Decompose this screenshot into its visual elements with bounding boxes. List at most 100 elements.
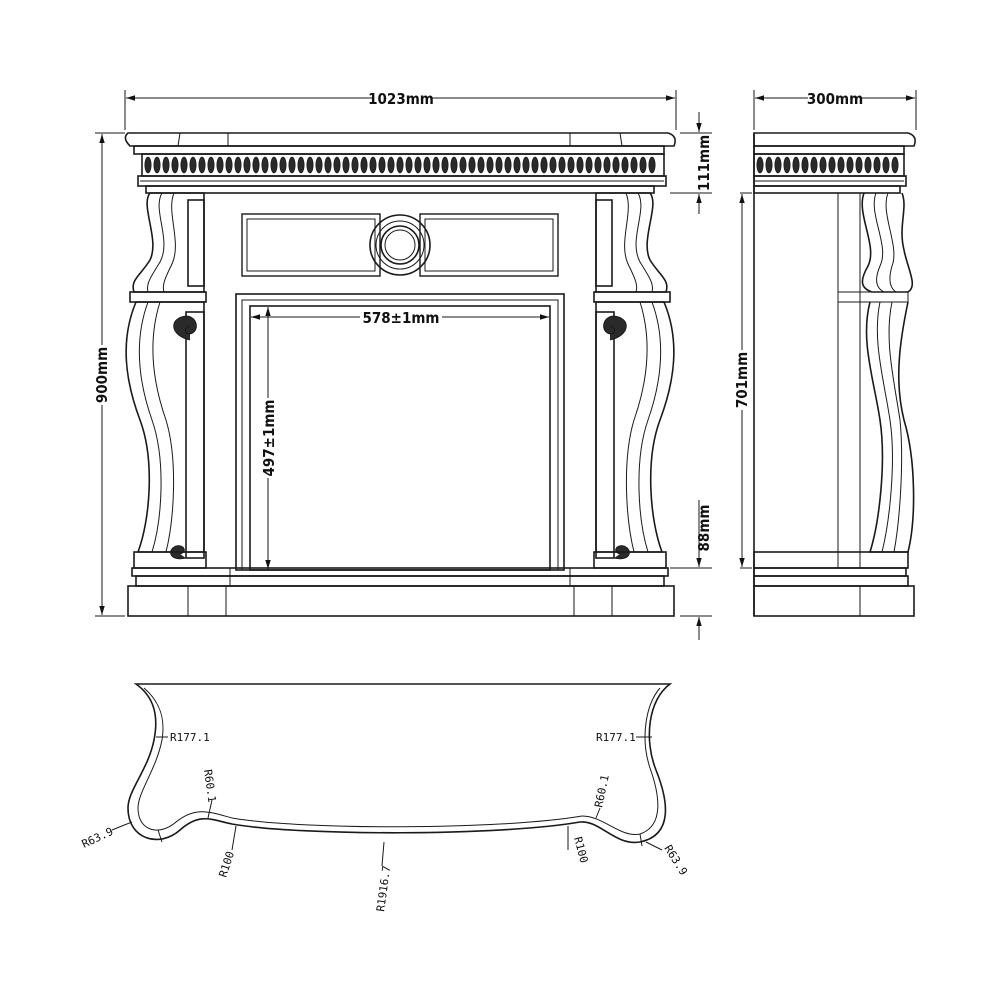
frieze-egg xyxy=(558,156,566,174)
frieze-egg xyxy=(531,156,539,174)
frieze-egg xyxy=(297,156,305,174)
overall-height-label: 900mm xyxy=(93,347,111,403)
left-pilaster xyxy=(125,192,207,569)
frieze-egg xyxy=(153,156,161,174)
frieze-egg xyxy=(567,156,575,174)
frieze-egg xyxy=(162,156,170,174)
frieze-egg xyxy=(765,156,773,174)
frieze-egg xyxy=(360,156,368,174)
frieze-egg xyxy=(225,156,233,174)
frieze-egg xyxy=(270,156,278,174)
frieze-egg xyxy=(216,156,224,174)
radius-label-left-corner: R63.9 xyxy=(80,825,116,851)
frieze-egg xyxy=(648,156,656,174)
radius-label-right-inner: R100 xyxy=(571,835,590,864)
frieze-egg xyxy=(333,156,341,174)
frieze-egg xyxy=(801,156,809,174)
frieze-egg xyxy=(864,156,872,174)
frieze-egg xyxy=(261,156,269,174)
side-height-label: 701mm xyxy=(733,352,751,408)
frieze-egg xyxy=(630,156,638,174)
frieze-egg xyxy=(315,156,323,174)
frieze-egg xyxy=(810,156,818,174)
opening-width-label: 578±1mm xyxy=(363,309,440,327)
frieze-egg xyxy=(189,156,197,174)
plinth-height-label: 88mm xyxy=(695,505,713,552)
overall-width-label: 1023mm xyxy=(368,90,434,108)
frieze-egg xyxy=(351,156,359,174)
frieze-egg xyxy=(783,156,791,174)
frieze-egg xyxy=(621,156,629,174)
radius-label-right-corner: R63.9 xyxy=(661,843,690,878)
frieze-egg xyxy=(504,156,512,174)
frieze-egg xyxy=(396,156,404,174)
frieze-eggs xyxy=(144,156,656,174)
frieze-egg xyxy=(576,156,584,174)
right-pilaster xyxy=(593,192,675,569)
frieze-egg xyxy=(198,156,206,174)
frieze-egg xyxy=(639,156,647,174)
frieze-egg xyxy=(540,156,548,174)
frieze-egg xyxy=(243,156,251,174)
frieze-egg xyxy=(342,156,350,174)
frieze-egg xyxy=(846,156,854,174)
frieze-egg xyxy=(423,156,431,174)
opening-height-label: 497±1mm xyxy=(260,400,278,477)
radius-label-left-upper: R177.1 xyxy=(170,731,210,744)
frieze-egg xyxy=(387,156,395,174)
frieze-egg xyxy=(288,156,296,174)
frieze-egg xyxy=(828,156,836,174)
frieze-egg xyxy=(171,156,179,174)
dimension-lines xyxy=(95,90,917,640)
frieze-egg xyxy=(594,156,602,174)
frieze-egg xyxy=(324,156,332,174)
radius-leaders xyxy=(111,736,663,867)
frieze-egg xyxy=(306,156,314,174)
frieze-egg xyxy=(477,156,485,174)
frieze-egg xyxy=(450,156,458,174)
plan-view xyxy=(127,683,673,847)
radius-label-right-bump: R60.1 xyxy=(592,774,612,809)
frieze-egg xyxy=(495,156,503,174)
frieze-egg xyxy=(207,156,215,174)
frieze-egg xyxy=(459,156,467,174)
radius-label-left-inner: R100 xyxy=(216,850,237,879)
frieze-egg xyxy=(180,156,188,174)
frieze-egg xyxy=(603,156,611,174)
frieze-egg xyxy=(774,156,782,174)
frieze-egg xyxy=(873,156,881,174)
frieze-egg xyxy=(837,156,845,174)
frieze-egg xyxy=(441,156,449,174)
frieze-egg xyxy=(468,156,476,174)
side-depth-label: 300mm xyxy=(807,90,863,108)
frieze-egg xyxy=(756,156,764,174)
side-elevation xyxy=(753,132,916,617)
frieze-egg xyxy=(513,156,521,174)
radius-label-left-bump: R60.1 xyxy=(201,769,218,804)
frieze-egg xyxy=(855,156,863,174)
frieze-egg xyxy=(585,156,593,174)
frieze-egg xyxy=(549,156,557,174)
front-elevation xyxy=(124,132,676,617)
radius-label-right-upper: R177.1 xyxy=(596,731,636,744)
frieze-egg xyxy=(144,156,152,174)
frieze-egg xyxy=(612,156,620,174)
frieze-egg xyxy=(432,156,440,174)
side-frieze-eggs xyxy=(756,156,899,174)
frieze-egg xyxy=(891,156,899,174)
frieze-egg xyxy=(252,156,260,174)
frieze-egg xyxy=(819,156,827,174)
frieze-egg xyxy=(792,156,800,174)
frieze-egg xyxy=(522,156,530,174)
cornice-height-label: 111mm xyxy=(695,135,713,191)
frieze-egg xyxy=(369,156,377,174)
frieze-egg xyxy=(882,156,890,174)
frieze-egg xyxy=(486,156,494,174)
frieze-egg xyxy=(405,156,413,174)
frieze-egg xyxy=(414,156,422,174)
frieze-egg xyxy=(234,156,242,174)
frieze-egg xyxy=(378,156,386,174)
radius-label-center-front: R1916.7 xyxy=(374,865,393,913)
frieze-egg xyxy=(279,156,287,174)
